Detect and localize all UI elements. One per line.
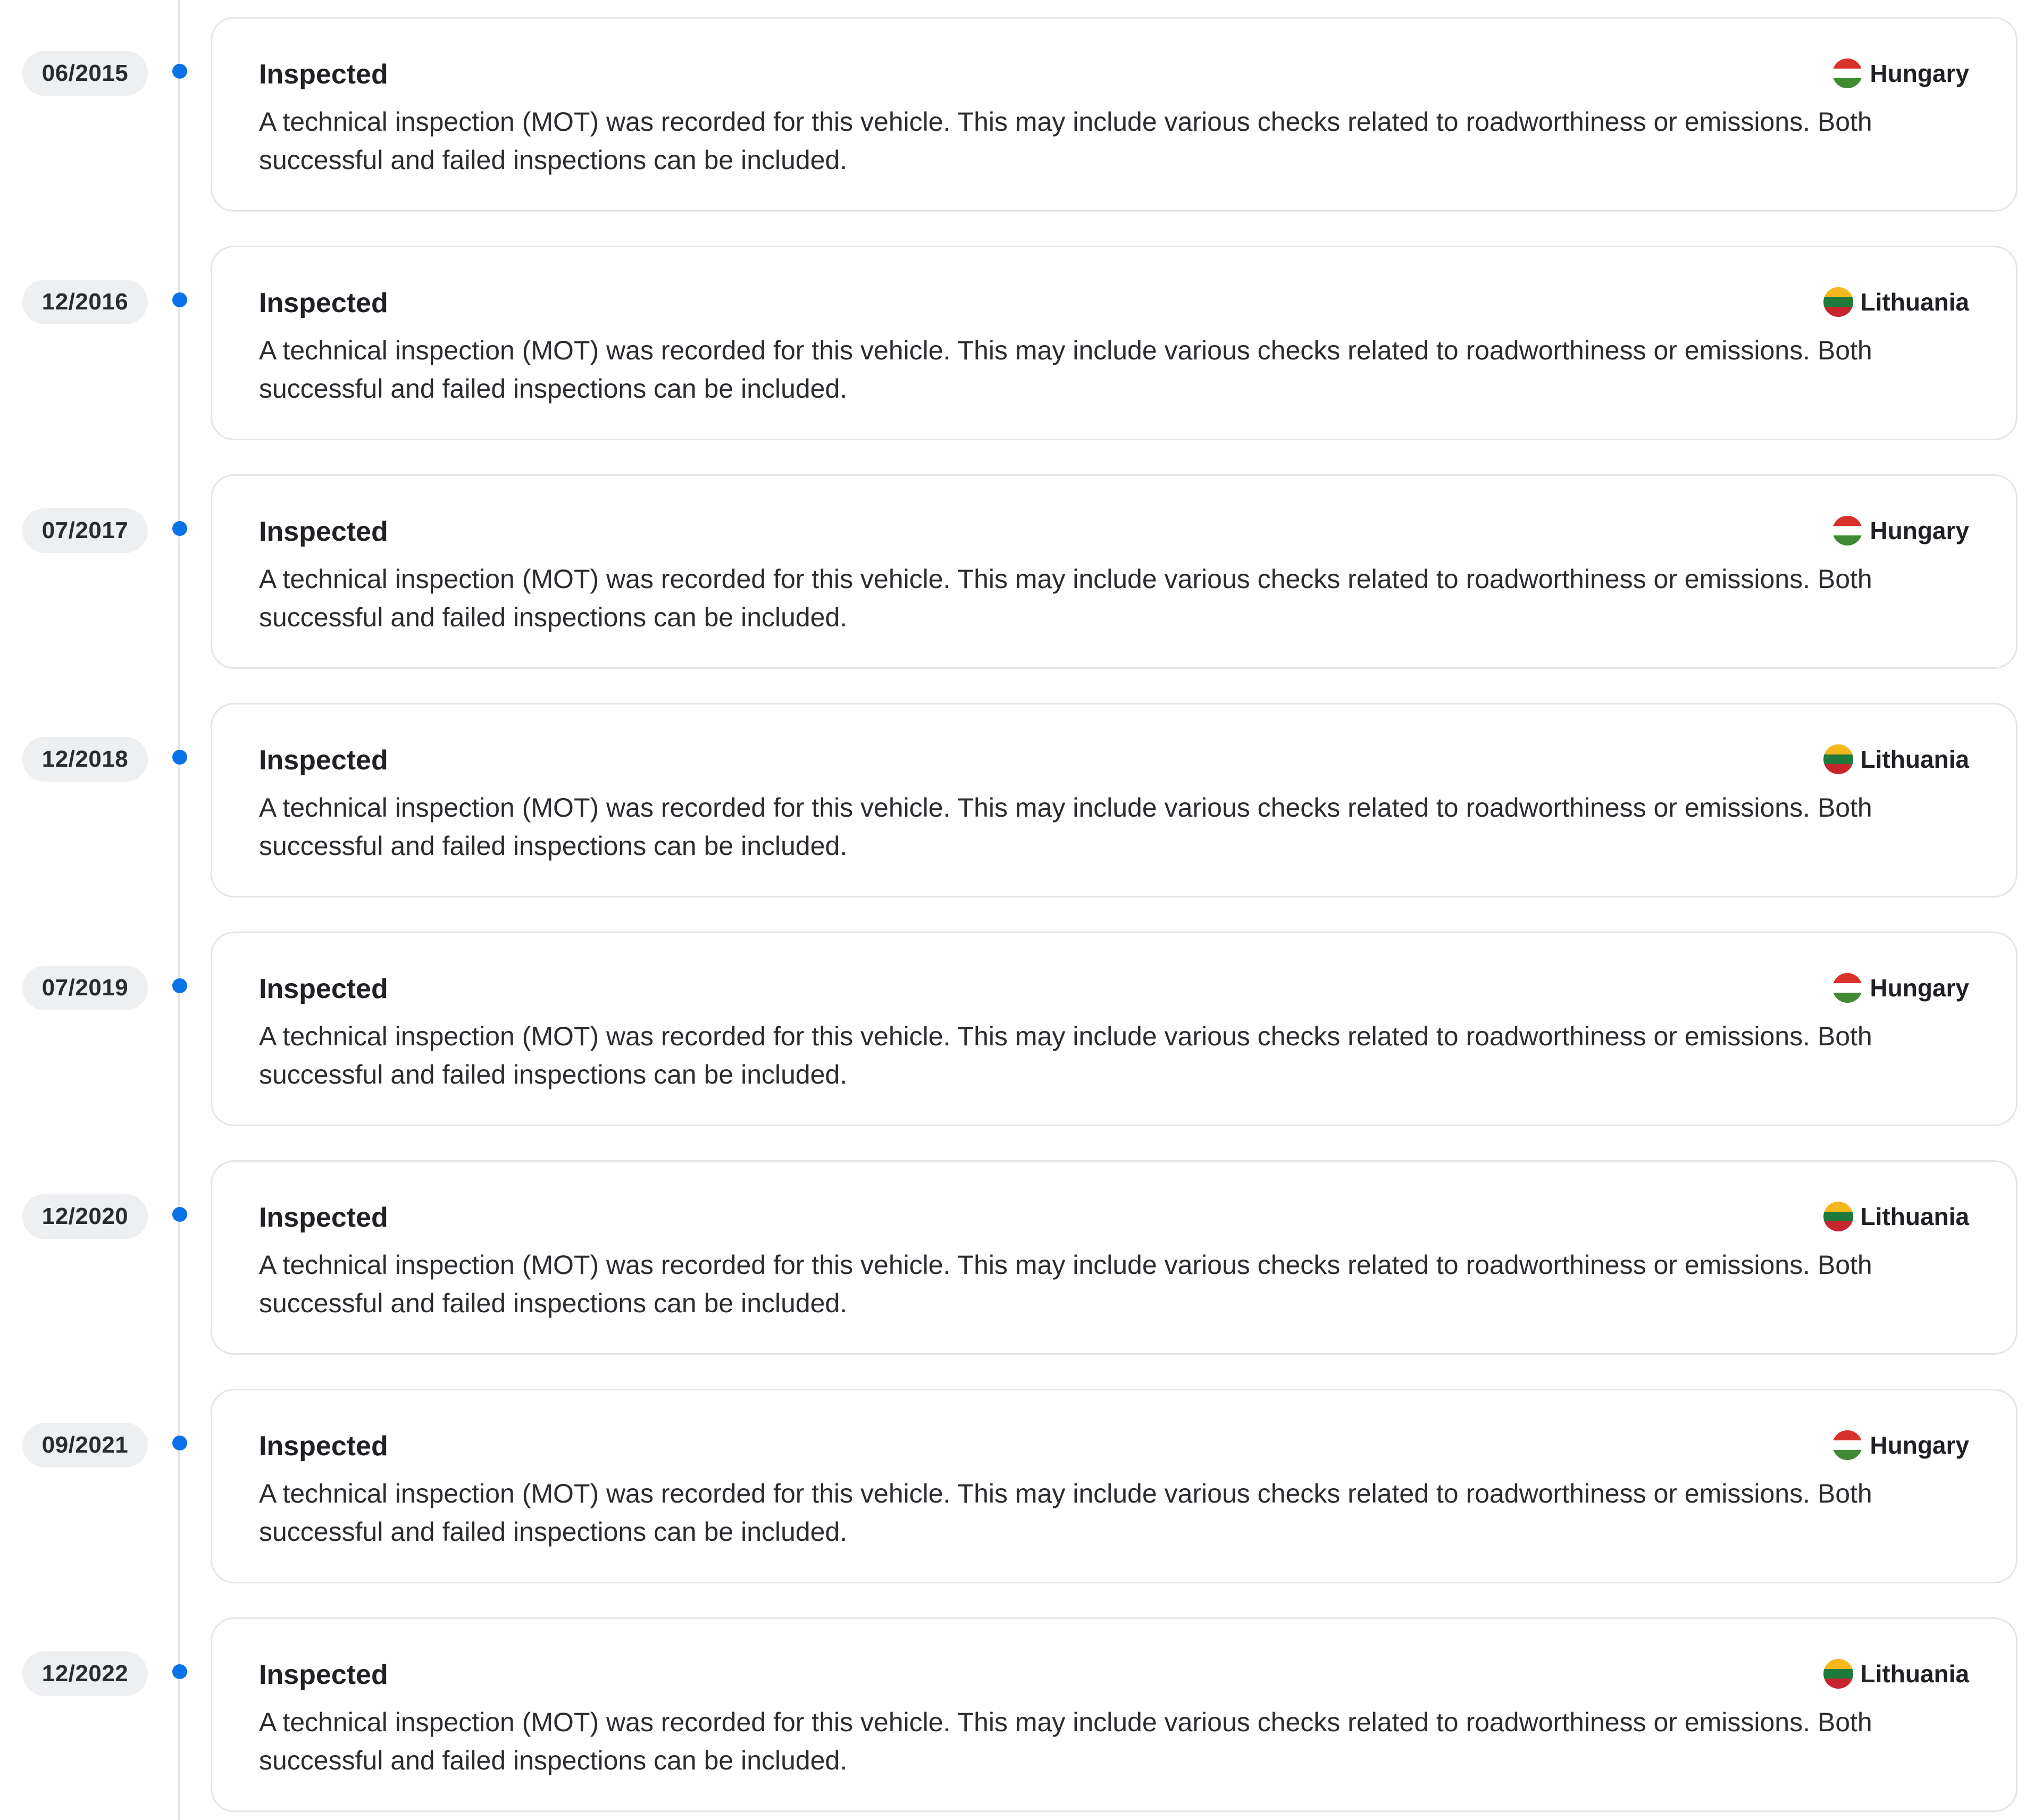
event-card: Inspected Hungary A technical inspection… [211,17,2018,212]
date-badge: 06/2015 [22,51,148,96]
event-title: Inspected [259,516,388,547]
timeline-dot [172,978,187,993]
country-label: Hungary [1832,969,1969,1007]
event-title: Inspected [259,1659,388,1690]
event-title: Inspected [259,288,388,318]
timeline-entry: 12/2020 Inspected Lithuania A technical … [0,1143,2042,1355]
timeline-dot [172,1664,187,1679]
timeline-dot [172,521,187,536]
timeline-line [178,0,180,1820]
event-card: Inspected Lithuania A technical inspecti… [211,1617,2018,1812]
country-label: Hungary [1832,55,1969,92]
country-label: Hungary [1832,1427,1969,1464]
hungary-flag-icon [1832,516,1863,546]
event-card: Inspected Lithuania A technical inspecti… [211,246,2018,440]
event-card: Inspected Lithuania A technical inspecti… [211,1160,2018,1355]
country-label: Lithuania [1823,283,1969,321]
date-badge: 12/2020 [22,1194,148,1239]
timeline-dot [172,1207,187,1222]
event-description: A technical inspection (MOT) was recorde… [259,1250,1872,1318]
timeline-entry: 12/2022 Inspected Lithuania A technical … [0,1600,2042,1812]
timeline-entry: 12/2018 Inspected Lithuania A technical … [0,686,2042,898]
event-card: Inspected Hungary A technical inspection… [211,474,2018,669]
date-badge: 09/2021 [22,1423,148,1467]
event-description: A technical inspection (MOT) was recorde… [259,107,1872,175]
event-description: A technical inspection (MOT) was recorde… [259,1479,1872,1547]
timeline-entry: 12/2016 Inspected Lithuania A technical … [0,229,2042,440]
hungary-flag-icon [1832,973,1863,1003]
hungary-flag-icon [1832,58,1863,88]
event-title: Inspected [259,59,388,90]
timeline-entry: 06/2015 Inspected Hungary A technical in… [0,0,2042,212]
date-badge: 12/2016 [22,280,148,324]
event-title: Inspected [259,1202,388,1233]
timeline-dot [172,292,187,307]
country-name: Lithuania [1860,1660,1969,1688]
lithuania-flag-icon [1823,287,1853,317]
country-name: Hungary [1870,60,1969,87]
event-description: A technical inspection (MOT) was recorde… [259,1021,1872,1089]
hungary-flag-icon [1832,1430,1863,1460]
lithuania-flag-icon [1823,1202,1853,1231]
event-description: A technical inspection (MOT) was recorde… [259,564,1872,632]
event-card: Inspected Lithuania A technical inspecti… [211,703,2018,898]
timeline-dot [172,64,187,79]
event-description: A technical inspection (MOT) was recorde… [259,793,1872,861]
event-title: Inspected [259,974,388,1004]
country-name: Hungary [1870,974,1969,1002]
date-badge: 07/2019 [22,966,148,1010]
date-badge: 12/2018 [22,737,148,782]
country-name: Lithuania [1860,745,1969,773]
country-label: Hungary [1832,512,1969,549]
date-badge: 12/2022 [22,1651,148,1696]
country-name: Lithuania [1860,1203,1969,1230]
event-description: A technical inspection (MOT) was recorde… [259,1707,1872,1775]
country-label: Lithuania [1823,741,1969,778]
lithuania-flag-icon [1823,744,1853,774]
event-description: A technical inspection (MOT) was recorde… [259,336,1872,404]
timeline-dot [172,1436,187,1450]
timeline-entry: 07/2017 Inspected Hungary A technical in… [0,457,2042,669]
country-name: Hungary [1870,517,1969,544]
date-badge: 07/2017 [22,508,148,553]
event-card: Inspected Hungary A technical inspection… [211,1389,2018,1583]
country-name: Hungary [1870,1431,1969,1459]
country-label: Lithuania [1823,1655,1969,1692]
event-card: Inspected Hungary A technical inspection… [211,932,2018,1126]
timeline-entry: 09/2021 Inspected Hungary A technical in… [0,1372,2042,1583]
country-name: Lithuania [1860,288,1969,316]
event-title: Inspected [259,1431,388,1462]
event-title: Inspected [259,745,388,776]
timeline-dot [172,750,187,765]
lithuania-flag-icon [1823,1659,1853,1689]
country-label: Lithuania [1823,1198,1969,1235]
timeline-entry: 07/2019 Inspected Hungary A technical in… [0,915,2042,1126]
